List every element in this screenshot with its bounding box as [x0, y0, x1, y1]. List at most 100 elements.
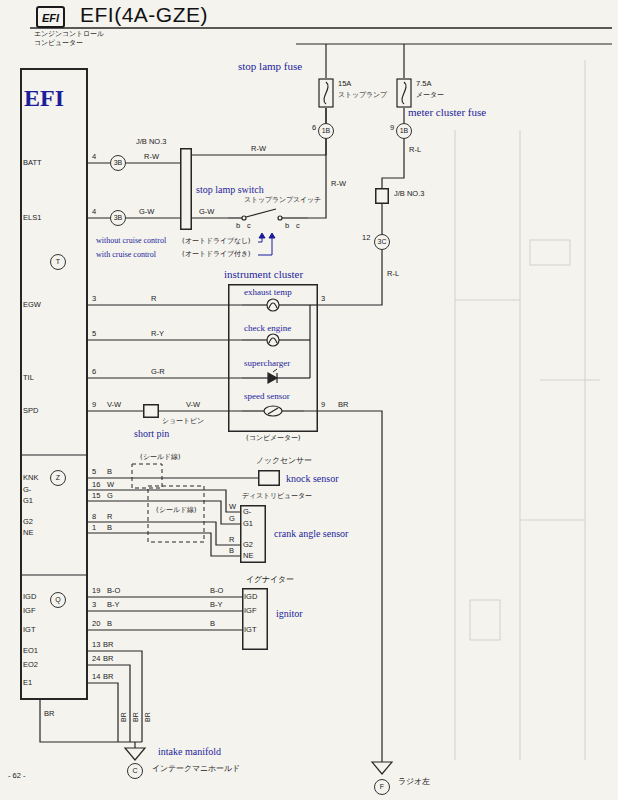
background-bleed — [520, 130, 521, 760]
wire-color-code: B — [106, 620, 113, 628]
ground-name: ラジオ左 — [398, 778, 430, 786]
leader-arrow — [259, 233, 265, 238]
lamp-symbol — [242, 339, 267, 340]
wire — [20, 454, 88, 455]
fuse-symbol — [396, 78, 412, 108]
wire-color-code: B-Y — [210, 601, 223, 609]
wire-color-code: B — [106, 524, 113, 532]
wire — [192, 217, 228, 218]
pin-name: EO2 — [23, 661, 38, 669]
ground-symbol — [372, 762, 392, 774]
shield-outline — [132, 464, 162, 488]
connector-id: Q — [50, 592, 66, 608]
diode-symbol — [242, 377, 268, 378]
page-number: - 62 - — [8, 772, 26, 780]
pin-name: speed sensor — [244, 392, 290, 401]
wire-color-code: R — [229, 536, 234, 544]
part-label: stop lamp switch — [196, 184, 264, 195]
wire — [382, 108, 404, 188]
switch-symbol — [282, 217, 308, 218]
pin-name: EFI — [24, 86, 64, 110]
wire-color-code: R-W — [250, 145, 267, 153]
wire — [88, 501, 240, 524]
wire — [88, 651, 142, 742]
junction-block: J/B NO.3 — [180, 148, 192, 230]
connector-id: 3B — [110, 210, 126, 226]
header-logo: EFI — [36, 6, 65, 28]
wire — [309, 305, 310, 378]
wire — [88, 610, 242, 611]
pin-name: G1 — [243, 520, 253, 528]
pin-name: supercharger — [244, 359, 290, 368]
lamp-symbol — [279, 339, 304, 340]
wire — [88, 410, 143, 411]
terminal-letter: c — [296, 222, 300, 230]
pin-name: check engine — [244, 324, 291, 333]
switch-symbol — [246, 209, 276, 217]
wire-color-code: R — [150, 295, 157, 303]
wire — [304, 304, 318, 305]
pin-number: 9 — [321, 401, 325, 409]
wire-color-code: BR — [103, 655, 113, 663]
part-label: knock sensor — [286, 473, 339, 484]
lamp-symbol — [267, 334, 279, 346]
stop-lamp-switch: stop lamp switchストップランプスイッチ — [228, 206, 308, 236]
pin-name: SPD — [23, 407, 38, 415]
pin-number: 1 — [92, 524, 96, 532]
wire — [304, 339, 310, 340]
wire — [325, 44, 326, 78]
wire-color-code: B-Y — [106, 601, 121, 609]
background-bleed — [520, 520, 585, 521]
part-label: J/B NO.3 — [394, 190, 424, 198]
wire-color-code: R-Y — [150, 330, 165, 338]
knock-sensor: ノックセンサーknock sensor — [258, 470, 280, 486]
switch-symbol — [228, 206, 308, 236]
annotation: (オートドライブ付き) — [182, 251, 250, 258]
wire-color-code: G-W — [198, 208, 215, 216]
header-note: コンピューター — [34, 40, 83, 47]
wire — [304, 377, 310, 378]
wire — [88, 533, 240, 556]
part-label: short pin — [134, 428, 169, 439]
pin-name: IGF — [244, 607, 257, 615]
spd-symbol — [268, 408, 278, 414]
pin-name: G2 — [23, 518, 33, 526]
fuse: stop lamp fuse15Aストップランプ — [318, 78, 334, 108]
pin-name: IGT — [244, 626, 257, 634]
wire-color-code: V-W — [106, 401, 122, 409]
fuse-symbol — [397, 79, 411, 107]
wire — [403, 44, 404, 78]
diode-symbol — [277, 377, 304, 378]
ground-id: C — [127, 763, 143, 779]
wire — [20, 28, 612, 762]
pin-name: G1 — [23, 497, 33, 505]
instrument-cluster: instrument cluster(コンビメーター)exhaust tempc… — [228, 284, 318, 432]
wire — [159, 410, 242, 411]
wire — [88, 339, 242, 340]
wire — [88, 377, 242, 378]
pin-name: EO1 — [23, 647, 38, 655]
wire — [318, 204, 382, 305]
spd-symbol — [282, 410, 304, 411]
background-bleed — [530, 240, 570, 265]
page-title: EFI(4A-GZE) — [80, 3, 208, 26]
annotation: without cruise control — [96, 237, 166, 245]
ground-id: F — [374, 779, 390, 795]
wire-color-code: B — [106, 468, 113, 476]
pin-name: IGD — [244, 593, 257, 601]
wire — [30, 27, 612, 29]
distributor: ディストリビューターG-G1G2NEcrank angle sensor — [240, 505, 266, 563]
warning-lamp: exhaust temp — [242, 288, 304, 314]
part-label: ストップランプスイッチ — [244, 197, 321, 204]
terminal-letter: c — [247, 222, 251, 230]
fuse: 7.5Aメーターmeter cluster fuse — [396, 78, 412, 108]
diode-symbol — [273, 369, 277, 372]
wire-color-code: BR — [103, 673, 113, 681]
connector-id: Z — [50, 470, 66, 486]
wire-color-code: BR — [44, 710, 54, 718]
pin-number: 6 — [312, 124, 316, 132]
shield-outline — [132, 464, 204, 542]
wire-color-code: W — [106, 481, 115, 489]
part-label: ショートピン — [162, 418, 204, 425]
ignitor: イグナイターIGDIGFIGTignitor — [242, 588, 268, 650]
